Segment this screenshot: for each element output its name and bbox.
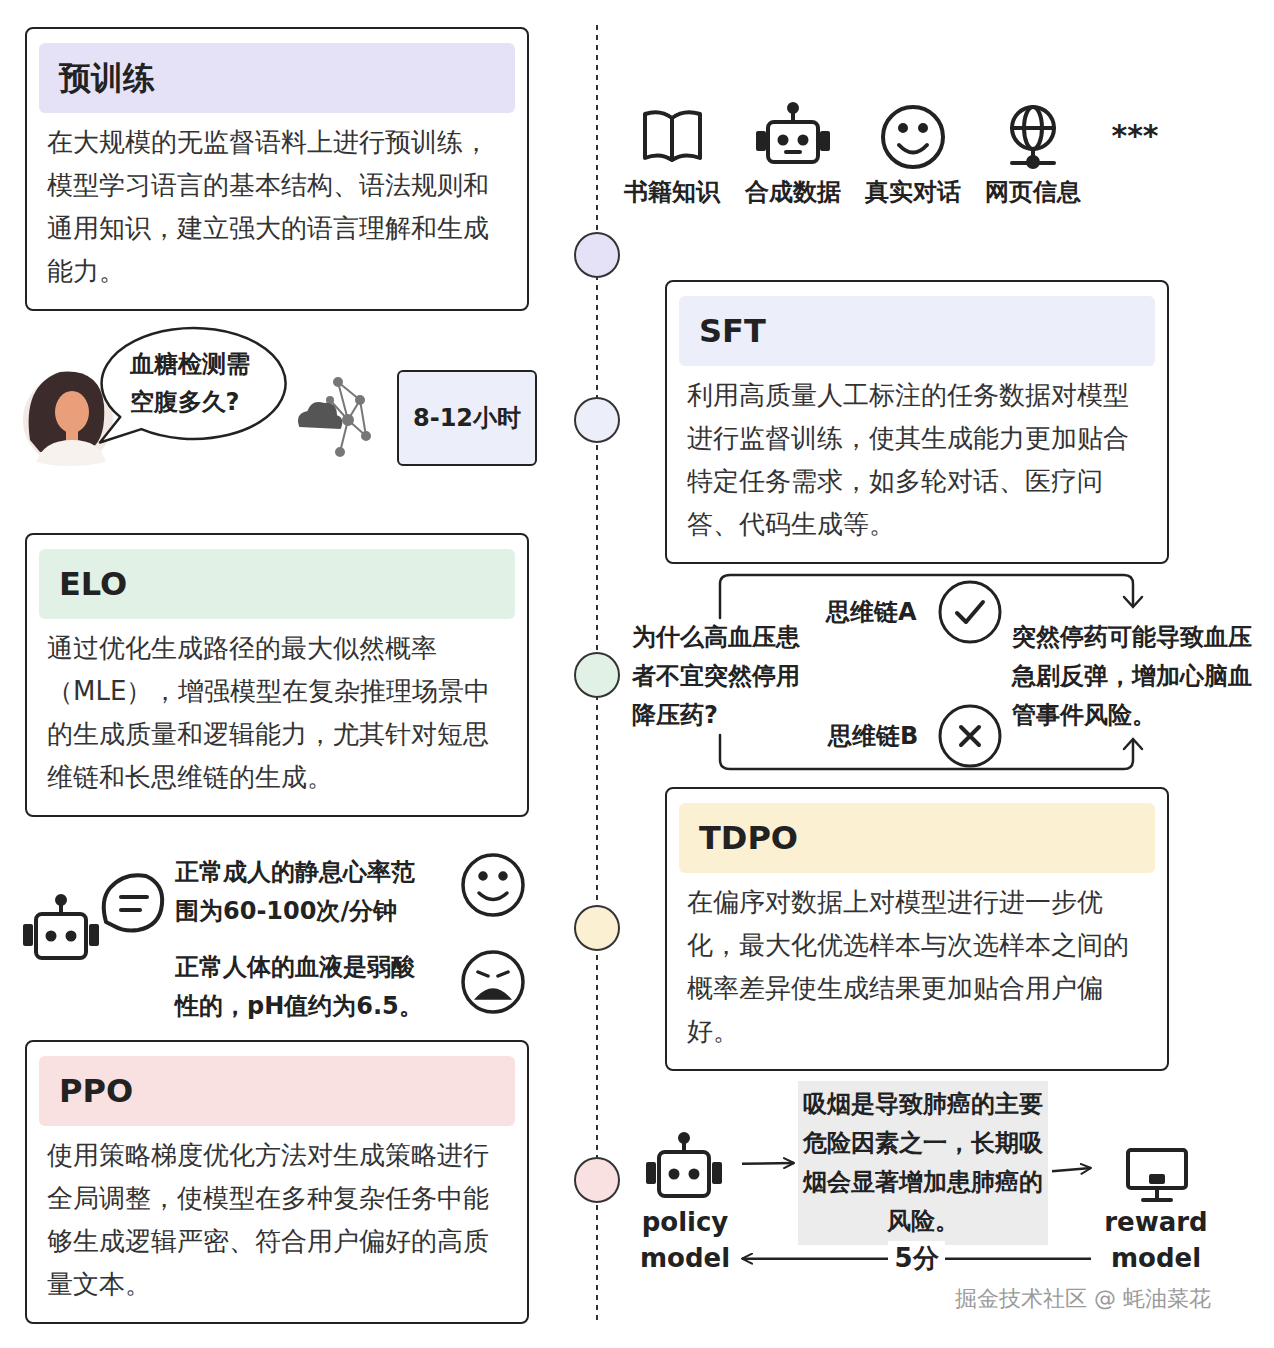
annotation: 思维链B (828, 720, 932, 752)
cot-marks (940, 582, 1000, 766)
node-text: reward model (1095, 1204, 1217, 1276)
stage-card: PPO使用策略梯度优化方法对生成策略进行全局调整，使模型在多种复杂任务中能够生成… (25, 1040, 529, 1324)
annotation: *** (1095, 118, 1175, 153)
stage-heading: 预训练 (39, 43, 515, 113)
stage-card: 预训练在大规模的无监督语料上进行预训练，模型学习语言的基本结构、语法规则和通用知… (25, 27, 529, 311)
model-node: policy model (632, 1132, 738, 1276)
annotation: 正常人体的血液是弱酸性的，pH值约为6.5。 (175, 948, 437, 1026)
bubble-outline (98, 325, 286, 440)
robot (25, 875, 162, 958)
model-node: reward model (1095, 1132, 1217, 1276)
bubble-shape (100, 328, 286, 443)
connector-arrow (742, 1257, 1091, 1260)
annotation: 网页信息 (978, 176, 1088, 208)
stage-card: TDPO在偏序对数据上对模型进行进一步优化，最大化优选样本与次选样本之间的概率差… (665, 787, 1169, 1071)
stage-card: SFT利用高质量人工标注的任务数据对模型进行监督训练，使其生成能力更加贴合特定任… (665, 280, 1169, 564)
stage-card: ELO通过优化生成路径的最大似然概率（MLE），增强模型在复杂推理场景中的生成质… (25, 533, 529, 817)
annotation: 正常成人的静息心率范围为60-100次/分钟 (175, 853, 437, 931)
watermark: 掘金技术社区 @ 蚝油菜花 (955, 1284, 1255, 1314)
edge-label: 5分 (888, 1241, 944, 1276)
stage-heading: PPO (39, 1056, 515, 1126)
node-text: 血糖检测需空腹多久? (130, 345, 255, 421)
connector-arrow (742, 1162, 794, 1165)
model-icon (299, 378, 370, 456)
annotation: 真实对话 (858, 176, 968, 208)
speech-bubble: 血糖检测需空腹多久? (98, 325, 286, 440)
annotation: 合成数据 (738, 176, 848, 208)
stage-description: 在大规模的无监督语料上进行预训练，模型学习语言的基本结构、语法规则和通用知识，建… (39, 113, 515, 293)
stage-heading: TDPO (679, 803, 1155, 873)
annotation: 为什么高血压患者不宜突然停用降压药? (632, 618, 810, 735)
annotation: 突然停药可能导致血压急剧反弹，增加心脑血管事件风险。 (1012, 618, 1257, 735)
stage-description: 利用高质量人工标注的任务数据对模型进行监督训练，使其生成能力更加贴合特定任务需求… (679, 366, 1155, 546)
stage-heading: ELO (39, 549, 515, 619)
annotation: 思维链A (826, 596, 930, 628)
answer-box: 8-12小时 (397, 370, 537, 466)
stage-description: 在偏序对数据上对模型进行进一步优化，最大化优选样本与次选样本之间的概率差异使生成… (679, 873, 1155, 1053)
feedback-faces (463, 855, 523, 1012)
ppo-icons (648, 1134, 1186, 1200)
node-text: 吸烟是导致肺癌的主要危险因素之一，长期吸烟会显著增加患肺癌的风险。 (802, 1085, 1044, 1241)
node-text: policy model (632, 1204, 738, 1276)
data-icons (645, 104, 1054, 167)
annotation: 书籍知识 (617, 176, 727, 208)
stage-description: 使用策略梯度优化方法对生成策略进行全局调整，使模型在多种复杂任务中能够生成逻辑严… (39, 1126, 515, 1306)
person (23, 372, 113, 466)
node-text: 8-12小时 (413, 402, 521, 434)
timeline-dots (575, 233, 619, 1202)
response-box: 吸烟是导致肺癌的主要危险因素之一，长期吸烟会显著增加患肺癌的风险。 (798, 1081, 1048, 1245)
stage-heading: SFT (679, 296, 1155, 366)
cot-bracket (720, 575, 1142, 769)
connector-arrow (1052, 1168, 1091, 1171)
stage-description: 通过优化生成路径的最大似然概率（MLE），增强模型在复杂推理场景中的生成质量和逻… (39, 619, 515, 799)
